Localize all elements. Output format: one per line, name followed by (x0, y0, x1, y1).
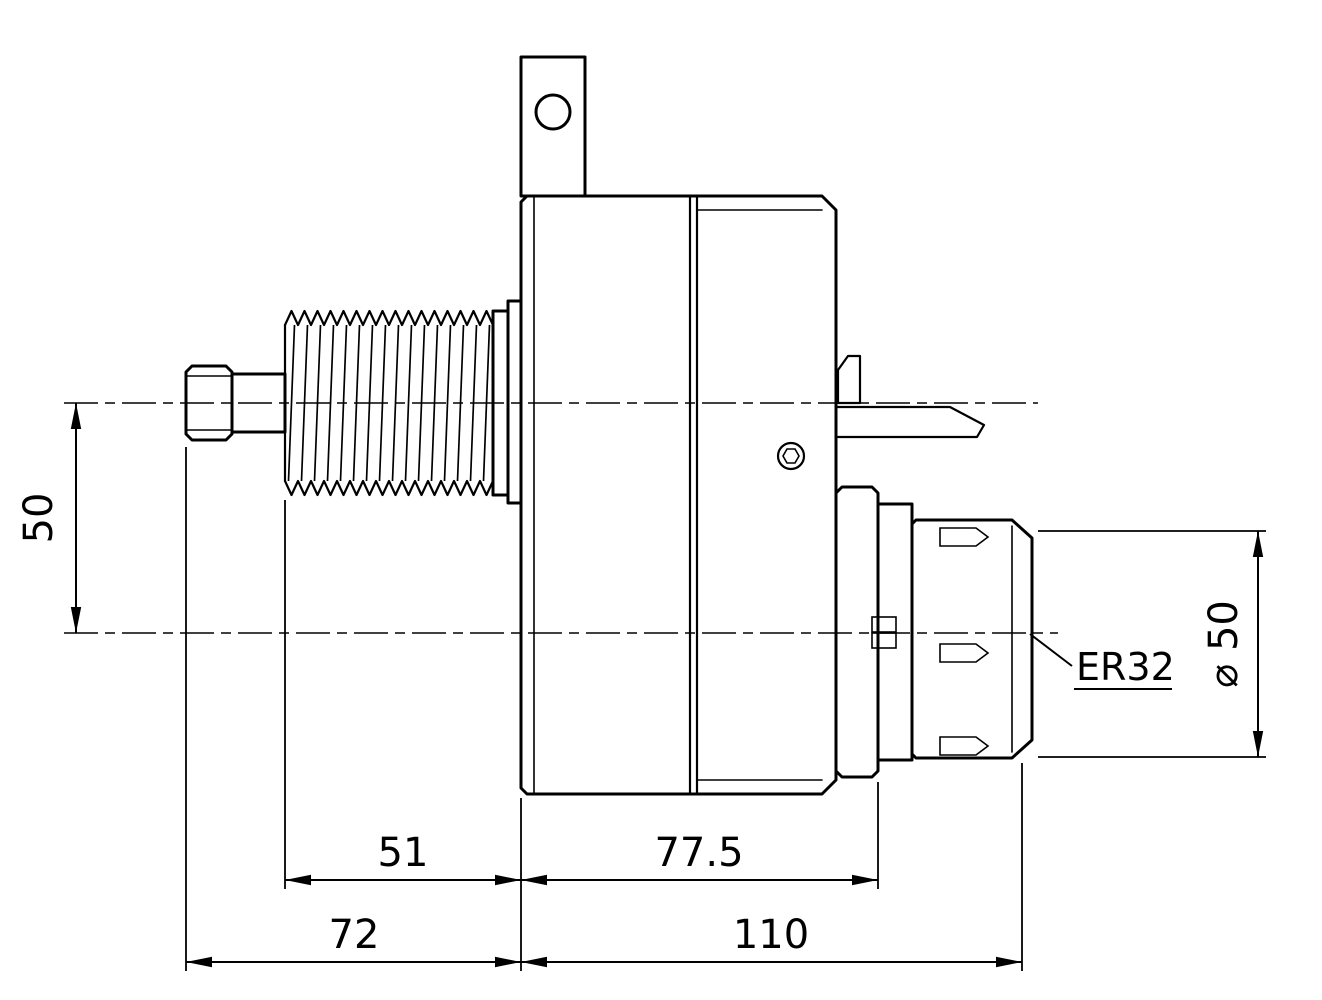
mounting-tab-outline (519, 55, 587, 198)
dimension-row-lower: 72 110 (185, 447, 1023, 971)
mounting-tab (519, 55, 587, 198)
set-screw-circle (776, 441, 806, 471)
dimension-collet-diameter: ⌀ 50 (1038, 530, 1266, 758)
housing-body (519, 194, 838, 796)
set-screw (776, 441, 806, 471)
shank-flange-ring (506, 299, 523, 505)
thread-crest-top (283, 309, 495, 327)
dimension-axis-offset: 50 (16, 403, 82, 633)
thread-flank-hatching (285, 325, 493, 481)
collet-chuck (834, 485, 1034, 779)
dim-text-50: 50 (16, 493, 62, 544)
nut-slot-middle (939, 643, 990, 663)
collet-nut-outline (910, 518, 1034, 760)
ring-notch-upper (871, 616, 897, 633)
housing-outline (519, 194, 838, 796)
er32-leader-line (1029, 633, 1073, 667)
dim-text-51: 51 (378, 830, 429, 876)
thread-crest-bottom (283, 479, 495, 497)
dim-text-110: 110 (733, 912, 809, 958)
dimension-row-upper: 51 77.5 (284, 500, 879, 971)
dim-text-77-5: 77.5 (654, 830, 743, 876)
pin-boss (836, 354, 862, 405)
nut-slot-top (939, 527, 990, 547)
pin-bar (834, 405, 986, 439)
threaded-shank (184, 299, 523, 505)
nut-slot-bottom (939, 736, 990, 756)
dim-text-72: 72 (329, 912, 380, 958)
er32-label-text: ER32 (1076, 645, 1175, 689)
square-end-outline (184, 364, 234, 442)
drive-pin (834, 354, 986, 439)
hex-socket-icon (782, 448, 800, 464)
collet-back-flange (834, 485, 880, 779)
dim-text-dia-50: ⌀ 50 (1201, 600, 1247, 688)
ring-notch-lower (871, 632, 897, 649)
er32-label: ER32 (1029, 633, 1175, 690)
mounting-hole (534, 93, 572, 131)
